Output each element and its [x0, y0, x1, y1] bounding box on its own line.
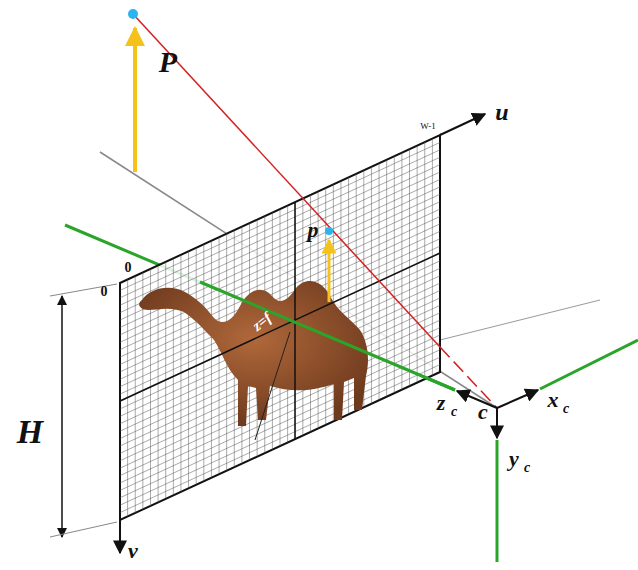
extension-line — [50, 522, 117, 537]
camera-axis-line — [540, 340, 638, 389]
axis-subscript: c — [563, 402, 569, 416]
point-label: p — [308, 219, 319, 241]
axis-subscript: c — [451, 405, 457, 419]
v-axis — [119, 520, 121, 553]
axis-label: u — [495, 100, 508, 124]
image-plane — [120, 135, 440, 520]
zc-axis — [457, 391, 497, 408]
axis-label: x — [548, 389, 559, 411]
camera-axis-line — [496, 440, 499, 562]
leader-line — [255, 332, 290, 440]
image-arrow — [328, 240, 331, 302]
axis-label: v — [128, 540, 138, 562]
dimension-arrow — [61, 296, 63, 537]
ground-line — [440, 300, 600, 340]
axis-label: y — [509, 448, 519, 470]
pixel-grid — [120, 139, 440, 517]
center-label: c — [478, 401, 488, 423]
axis-label: z — [437, 392, 446, 414]
projection-ray — [440, 347, 497, 408]
object-arrow — [133, 28, 137, 172]
xc-axis — [497, 390, 538, 408]
axis-end-label: W-1 — [420, 122, 436, 131]
origin-label: 0 — [101, 285, 108, 299]
origin-label: 0 — [125, 261, 132, 275]
u-axis — [440, 114, 485, 135]
axis-subscript: c — [524, 461, 530, 475]
yc-axis — [496, 408, 498, 438]
center-line — [120, 253, 440, 401]
point-dot — [325, 227, 333, 235]
point-label: P — [159, 47, 177, 77]
projection-ray — [133, 14, 440, 347]
point-dot — [128, 9, 138, 19]
dimension-label: H — [17, 415, 43, 449]
